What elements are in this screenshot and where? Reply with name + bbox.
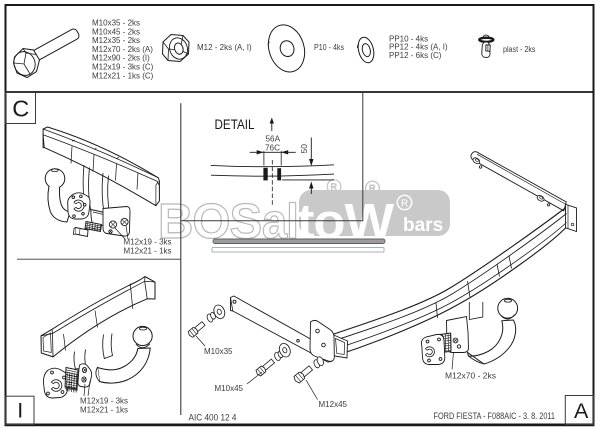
svg-text:R: R bbox=[401, 199, 408, 210]
svg-text:BOS: BOS bbox=[158, 195, 261, 249]
svg-text:M12x19 - 3ks (C): M12x19 - 3ks (C) bbox=[92, 63, 154, 72]
svg-text:M12x35 - 2ks: M12x35 - 2ks bbox=[92, 36, 140, 45]
svg-text:M12x19 - 3ks: M12x19 - 3ks bbox=[80, 396, 128, 405]
svg-text:M12x19 - 3ks: M12x19 - 3ks bbox=[124, 237, 172, 246]
svg-text:M12x21 - 1ks: M12x21 - 1ks bbox=[80, 406, 128, 415]
svg-text:M12x70 - 2ks: M12x70 - 2ks bbox=[445, 372, 496, 381]
svg-text:M12x21 - 1ks: M12x21 - 1ks bbox=[124, 247, 172, 256]
svg-text:50: 50 bbox=[299, 144, 309, 154]
svg-text:M12 - 2ks (A, I): M12 - 2ks (A, I) bbox=[197, 43, 252, 52]
svg-text:R: R bbox=[331, 182, 338, 192]
svg-text:I: I bbox=[17, 399, 23, 423]
svg-text:A: A bbox=[574, 399, 589, 423]
svg-text:PP12 - 6ks (C): PP12 - 6ks (C) bbox=[389, 51, 442, 60]
svg-text:PP10 - 4ks: PP10 - 4ks bbox=[389, 34, 428, 43]
svg-text:AIC 400 12 4: AIC 400 12 4 bbox=[189, 413, 237, 423]
svg-text:M12x21 - 1ks (C): M12x21 - 1ks (C) bbox=[92, 71, 154, 80]
svg-text:M12x90 - 2ks (I): M12x90 - 2ks (I) bbox=[92, 54, 150, 63]
svg-text:56A: 56A bbox=[266, 135, 281, 144]
svg-text:FORD FIESTA - F088AIC - 3. 8.: FORD FIESTA - F088AIC - 3. 8. 2011 bbox=[434, 411, 556, 421]
svg-text:M10x45 - 2ks: M10x45 - 2ks bbox=[92, 27, 140, 36]
svg-text:M10x35: M10x35 bbox=[204, 347, 233, 356]
svg-text:M12x45: M12x45 bbox=[319, 400, 348, 409]
svg-text:P10 - 4ks: P10 - 4ks bbox=[314, 43, 344, 52]
svg-text:76C: 76C bbox=[265, 144, 280, 153]
svg-text:M10x35 - 2ks: M10x35 - 2ks bbox=[92, 19, 140, 28]
svg-text:R: R bbox=[369, 184, 376, 194]
svg-text:plast - 2ks: plast - 2ks bbox=[503, 45, 536, 54]
svg-text:C: C bbox=[12, 96, 29, 122]
svg-text:DETAIL: DETAIL bbox=[215, 116, 255, 132]
svg-text:M12x70 - 2ks (A): M12x70 - 2ks (A) bbox=[92, 45, 153, 54]
svg-text:PP12 - 4ks (A, I): PP12 - 4ks (A, I) bbox=[389, 43, 448, 52]
svg-text:bars: bars bbox=[403, 215, 443, 236]
svg-text:M10x45: M10x45 bbox=[215, 384, 244, 393]
